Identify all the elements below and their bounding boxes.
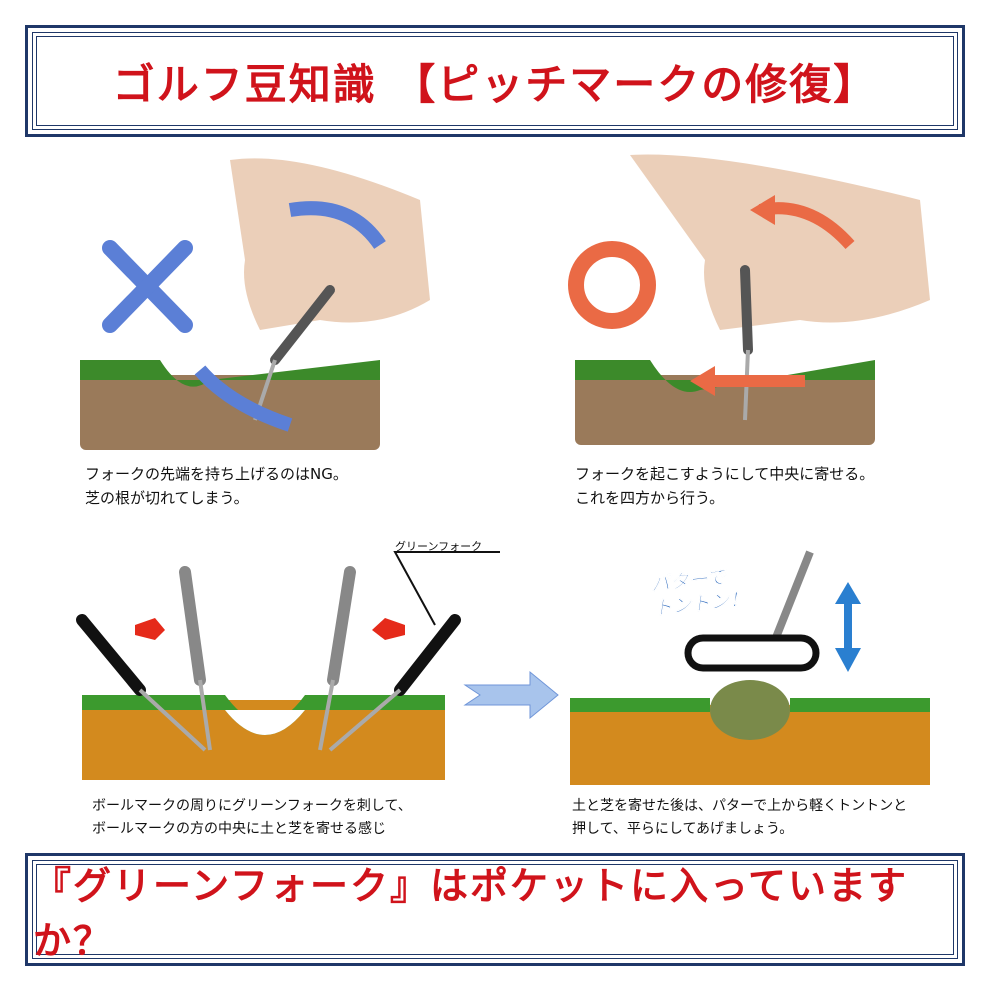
green-fork-label: グリーンフォーク (395, 540, 483, 553)
fork-image (76, 614, 146, 696)
caption-line: 芝の根が切れてしまう。 (85, 489, 249, 507)
grass-image (82, 695, 445, 735)
caption-line: ボールマークの方の中央に土と芝を寄せる感じ (92, 821, 386, 837)
fork-image (740, 265, 753, 355)
fork-image (270, 285, 335, 365)
caption-fork: ボールマークの周りにグリーンフォークを刺して、 ボールマークの方の中央に土と芝を… (92, 795, 412, 841)
page-title: ゴルフ豆知識 【ピッチマークの修復】 (112, 59, 878, 109)
caption-line: フォークの先端を持ち上げるのはNG。 (85, 465, 348, 483)
caption-line: 土と芝を寄せた後は、パターで上から軽くトントンと (572, 798, 908, 814)
arrow-icon (194, 365, 293, 432)
panel-putter-illustration (570, 550, 930, 785)
soil-image (575, 375, 875, 445)
soil-image (80, 375, 380, 450)
arrow-icon (372, 618, 405, 640)
ng-cross-icon (102, 240, 193, 333)
arrowhead-icon (690, 366, 715, 396)
label-leader-line (393, 551, 500, 626)
repaired-turf-image (710, 680, 790, 740)
grass-image (570, 698, 930, 712)
title-banner: ゴルフ豆知識 【ピッチマークの修復】 (25, 25, 965, 137)
fork-image (327, 566, 356, 686)
arrow-icon (135, 618, 165, 640)
putter-head-image (684, 634, 820, 672)
footer-question: 『グリーンフォーク』はポケットに入っていますか？ (33, 862, 909, 963)
caption-line: これを四方から行う。 (575, 489, 725, 507)
question-banner: 『グリーンフォーク』はポケットに入っていますか？ (25, 853, 965, 966)
arrowhead-icon (750, 195, 775, 225)
putter-shaft-image (771, 550, 814, 642)
caption-line: フォークを起こすようにして中央に寄せる。 (575, 465, 875, 483)
fork-image (179, 566, 206, 686)
next-arrow-icon (463, 670, 559, 720)
fork-image (394, 614, 461, 696)
caption-line: ボールマークの周りにグリーンフォークを刺して、 (92, 798, 412, 814)
grass-image (80, 360, 380, 387)
panel-fork-illustration (76, 551, 559, 780)
up-down-arrow-icon (835, 582, 861, 672)
caption-ok: フォークを起こすようにして中央に寄せる。 これを四方から行う。 (575, 462, 874, 510)
panel-ok-illustration (568, 154, 930, 445)
hand-image (230, 158, 430, 330)
caption-ng: フォークの先端を持ち上げるのはNG。 芝の根が切れてしまう。 (85, 462, 348, 510)
grass-image (575, 360, 875, 392)
hand-image (630, 154, 930, 330)
caption-line: 押して、平らにしてあげましょう。 (572, 821, 794, 837)
caption-putter: 土と芝を寄せた後は、パターで上から軽くトントンと 押して、平らにしてあげましょう… (572, 795, 907, 841)
arrow-icon (710, 375, 805, 387)
ok-circle-icon (568, 241, 656, 329)
soil-image (570, 705, 930, 785)
panel-ng-illustration (80, 158, 430, 450)
putter-callout: パターで トントン！ (650, 563, 750, 621)
arrow-icon (288, 201, 386, 250)
